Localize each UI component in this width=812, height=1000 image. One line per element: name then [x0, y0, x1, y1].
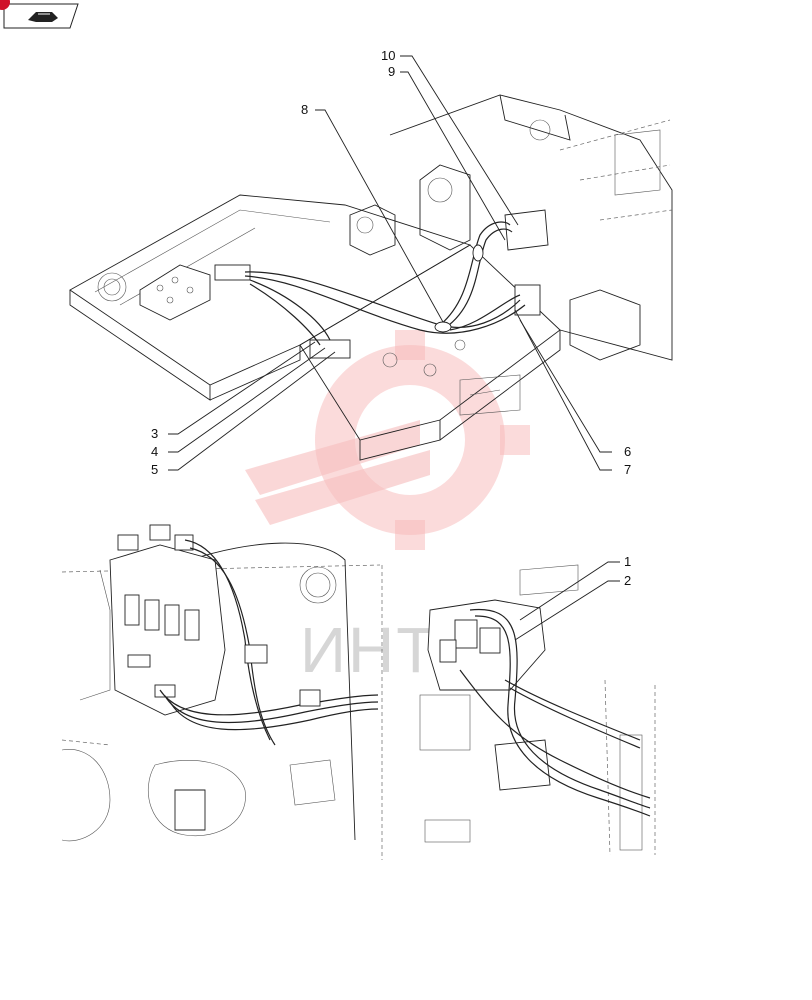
detail-view-right: [419, 564, 656, 856]
callout-7: 7: [624, 462, 631, 477]
callout-8: 8: [301, 102, 308, 117]
book-hand-icon: [28, 12, 58, 22]
watermark-logo: ИНТ: [245, 330, 530, 686]
top-view-hoses: [139, 209, 549, 359]
callout-9: 9: [388, 64, 395, 79]
callout-2: 2: [624, 573, 631, 588]
header-badge[interactable]: [0, 0, 79, 29]
detail-view-left: [61, 524, 381, 842]
leader-lines-top: [168, 55, 612, 471]
callout-labels: 10 9 8 3 4 5 6 7 1 2: [151, 48, 631, 588]
callout-6: 6: [624, 444, 631, 459]
callout-5: 5: [151, 462, 158, 477]
callout-4: 4: [151, 444, 158, 459]
top-view-chassis: [69, 94, 673, 461]
red-dot-icon: [0, 0, 10, 10]
callout-1: 1: [624, 554, 631, 569]
leader-lines-bottom: [514, 561, 620, 641]
callout-10: 10: [381, 48, 395, 63]
watermark-text: ИНТ: [300, 614, 437, 686]
callout-3: 3: [151, 426, 158, 441]
